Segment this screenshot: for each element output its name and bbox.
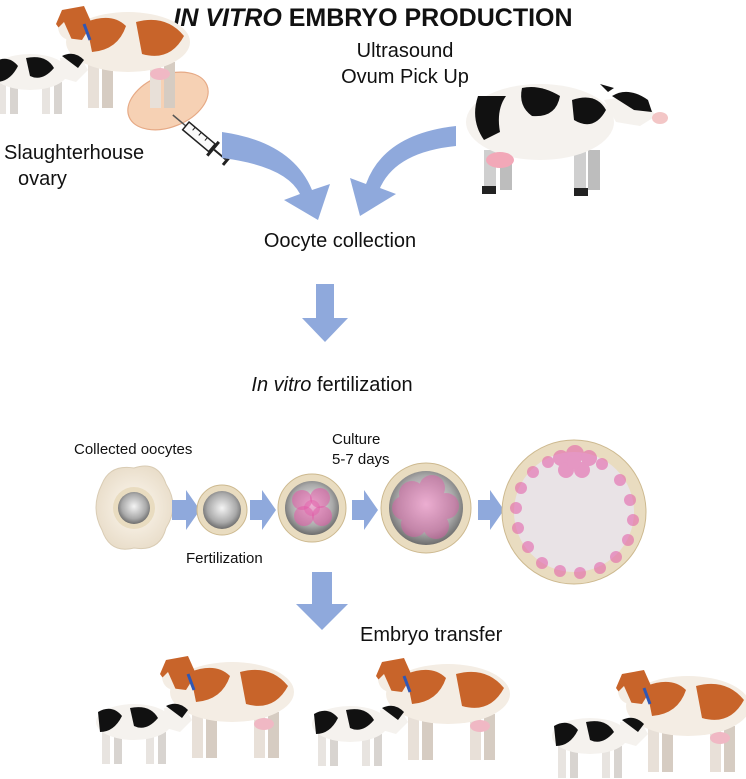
syringe-icon xyxy=(172,114,232,166)
culture-line1: Culture xyxy=(332,431,381,448)
down-arrow-icon xyxy=(302,284,348,342)
collected-oocytes-label: Collected oocytes xyxy=(74,441,193,458)
culture-line2: 5-7 days xyxy=(332,451,390,468)
ivf-italic: In vitro xyxy=(251,374,312,396)
page-title: IN VITRO EMBRYO PRODUCTION xyxy=(0,4,746,33)
down-arrow-2-icon xyxy=(296,572,348,630)
embryo-transfer-label: Embryo transfer xyxy=(360,624,503,646)
zygote-icon xyxy=(196,484,248,536)
slaughterhouse-label: Slaughterhouse ovary xyxy=(4,140,164,192)
ultrasound-line2: Ovum Pick Up xyxy=(341,66,469,88)
ultrasound-line1: Ultrasound xyxy=(356,40,454,62)
cow-with-calf-icon xyxy=(0,6,190,114)
slaughterhouse-line2: ovary xyxy=(18,168,67,190)
right-arrow-4 xyxy=(478,490,504,530)
ultrasound-label: Ultrasound Ovum Pick Up xyxy=(330,38,480,90)
title-rest: EMBRYO PRODUCTION xyxy=(288,4,573,32)
morula-large-icon xyxy=(380,462,472,554)
title-italic: IN VITRO xyxy=(173,4,282,32)
holstein-cow-icon xyxy=(466,84,668,196)
oocyte-collection-label: Oocyte collection xyxy=(263,230,417,252)
right-arrow-1 xyxy=(172,490,200,530)
slaughterhouse-line1: Slaughterhouse xyxy=(4,142,145,164)
curved-arrow-left xyxy=(222,132,330,220)
oocyte-icon xyxy=(95,465,174,550)
ivf-rest: fertilization xyxy=(316,374,413,396)
blastocyst-icon xyxy=(501,439,647,585)
right-arrow-2 xyxy=(250,490,276,530)
ivf-label: In vitro fertilization xyxy=(232,372,432,398)
morula-icon xyxy=(277,473,347,543)
fertilization-label: Fertilization xyxy=(186,550,263,567)
right-arrow-3 xyxy=(352,490,378,530)
curved-arrow-right xyxy=(350,126,456,216)
culture-label: Culture 5-7 days xyxy=(332,430,422,470)
